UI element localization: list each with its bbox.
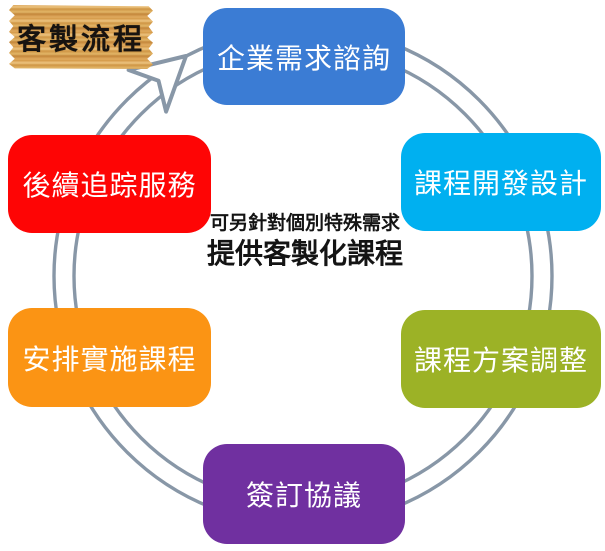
step-box-sign-agreement: 簽訂協議 — [203, 444, 405, 544]
step-label: 簽訂協議 — [245, 480, 362, 511]
step-label: 課程方案調整 — [413, 345, 588, 376]
step-box-enterprise-needs: 企業需求諮詢 — [203, 8, 405, 105]
title-wood-sign: 客製流程 — [9, 5, 153, 69]
step-box-course-implementation: 安排實施課程 — [8, 308, 211, 407]
center-note: 可另針對個別特殊需求 提供客製化課程 — [198, 212, 412, 272]
step-box-plan-adjustment: 課程方案調整 — [401, 310, 601, 408]
step-label: 安排實施課程 — [22, 343, 197, 375]
diagram-title: 客製流程 — [16, 22, 145, 56]
center-note-line1: 可另針對個別特殊需求 — [209, 213, 400, 234]
step-label: 企業需求諮詢 — [216, 42, 391, 74]
ring-inner-circle — [72, 45, 534, 507]
center-note-line2: 提供客製化課程 — [206, 238, 403, 269]
step-label: 課程開發設計 — [413, 168, 588, 199]
step-box-follow-up-service: 後續追踪服務 — [8, 135, 211, 233]
step-label: 後續追踪服務 — [22, 170, 197, 201]
step-box-course-development: 課程開發設計 — [401, 133, 601, 231]
